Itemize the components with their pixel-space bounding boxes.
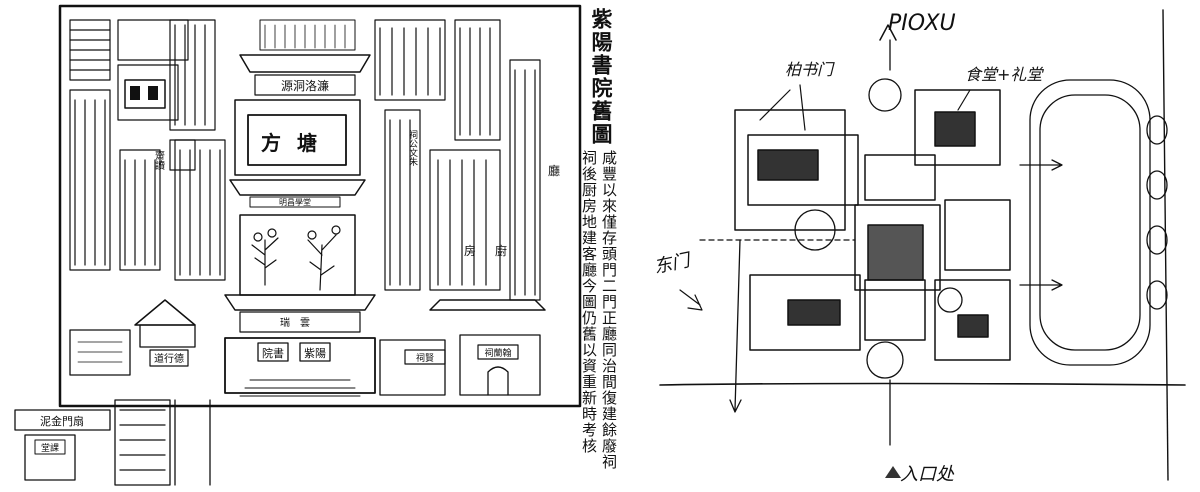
plan-frame xyxy=(58,4,582,408)
main-gate-right-plaque: 紫陽 xyxy=(304,347,326,360)
main-hall: 瑞雲 xyxy=(224,294,376,333)
entrance-marker xyxy=(885,466,901,478)
ziyang-academy-old-plan: 源洞洛濂 方塘 明昌學堂 瑞雲 院書 紫陽 xyxy=(14,4,582,486)
right-side-gates: 祠賢 祠蘭翰 xyxy=(379,299,546,396)
hall-plaque: 瑞雲 xyxy=(280,317,320,329)
north-arrow xyxy=(879,24,897,41)
left-inscription: 齋讀 xyxy=(153,149,165,171)
bottom-left-sign-text: 泥金門扇 xyxy=(40,414,84,428)
left-pavilion xyxy=(124,79,196,171)
kitchen-label: 廚 xyxy=(495,243,507,258)
design-sketch: PIOXU 柏书门 食堂+礼堂 东门 xyxy=(640,0,1200,492)
plan-title: 紫陽書院舊圖 xyxy=(589,8,614,146)
top-gate-plaque: 源洞洛濂 xyxy=(281,78,329,93)
courtyard xyxy=(239,214,356,296)
main-gate-left-plaque: 院書 xyxy=(262,346,284,360)
sketch-field xyxy=(1029,79,1168,366)
note-right: 食堂+礼堂 xyxy=(965,65,1044,84)
sketch-buildings xyxy=(734,89,1011,361)
inner-plaque: 明昌學堂 xyxy=(279,197,311,207)
top-label: PIOXU xyxy=(888,11,956,36)
bottom-label: 入口处 xyxy=(900,464,955,485)
bottom-passage xyxy=(114,399,211,486)
courtyard-tree-left xyxy=(251,228,279,286)
left-wing-roofs xyxy=(69,19,226,281)
side-note: 东门 xyxy=(652,249,695,278)
bottom-left-sign: 泥金門扇 堂課 xyxy=(14,409,111,481)
fangtang-label: 方塘 xyxy=(261,131,333,155)
corner-room-label: 廳 xyxy=(548,163,560,178)
plan-caption-line-1: 咸豐以來僅存頭門二門正廳同治間復建餘廢祠 xyxy=(600,150,618,470)
sketch-circulation xyxy=(699,39,1063,446)
right-edge-line xyxy=(1162,9,1169,481)
note-left: 柏书门 xyxy=(785,60,835,79)
right-vertical-label: 祠公文朱 xyxy=(407,129,418,167)
main-gate: 院書 紫陽 xyxy=(224,337,376,397)
courtyard-tree-right xyxy=(307,225,341,291)
fangtang-hall: 方塘 明昌學堂 xyxy=(229,99,366,208)
ground-line xyxy=(659,382,1186,386)
bottom-left-plaque: 堂課 xyxy=(41,442,59,454)
far-right-gate-plaque: 祠蘭翰 xyxy=(484,347,511,359)
side-gate-right-plaque: 祠賢 xyxy=(416,352,434,364)
plan-caption-line-2: 祠後厨房地建客廳今圖仍舊以資重新時考核 xyxy=(580,150,598,454)
room-label: 房 xyxy=(464,243,476,258)
side-gate-left-plaque: 道行德 xyxy=(154,352,184,365)
right-wing-roofs xyxy=(374,19,541,301)
left-side-gate: 道行德 xyxy=(69,299,196,376)
top-gate: 源洞洛濂 xyxy=(239,19,371,96)
